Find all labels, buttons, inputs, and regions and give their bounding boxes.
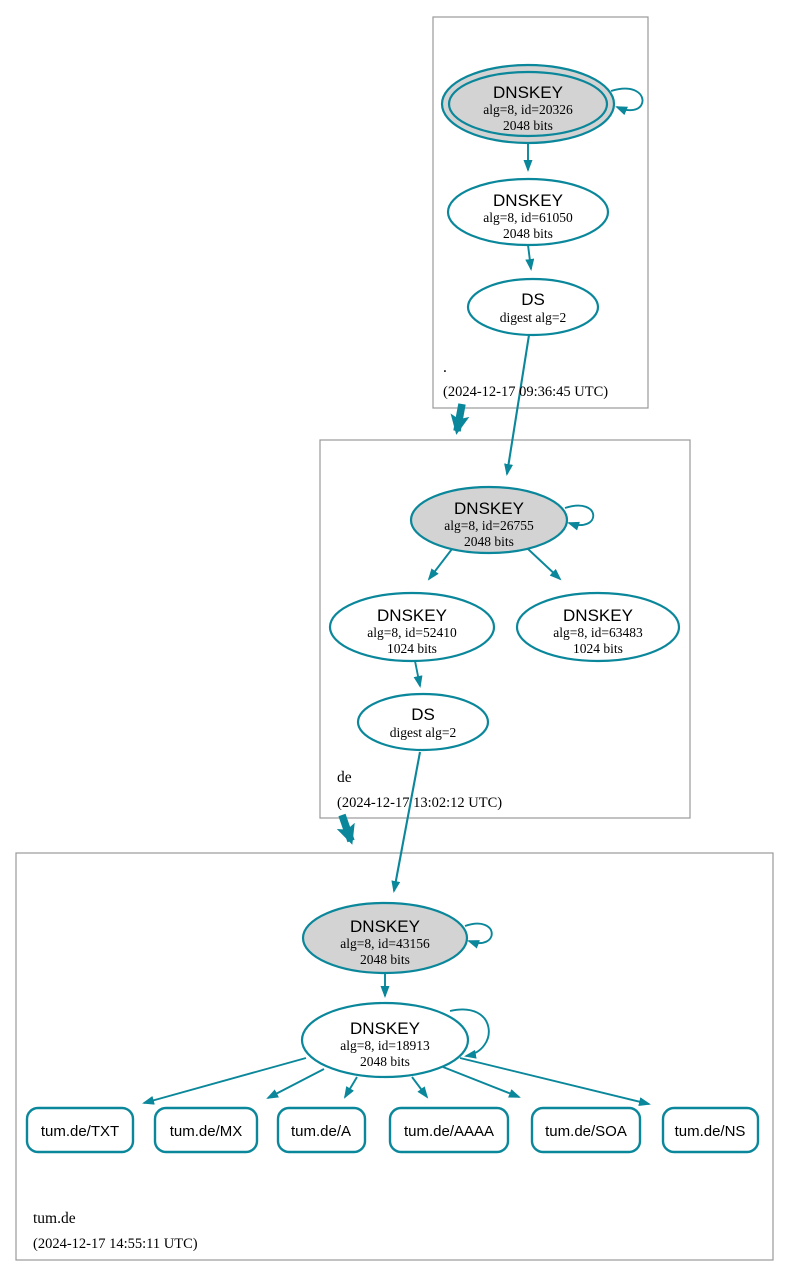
node-detail: 1024 bits: [387, 641, 437, 656]
node-dnskey-63483[interactable]: DNSKEY alg=8, id=63483 1024 bits: [515, 591, 681, 663]
rrset-label: tum.de/MX: [170, 1123, 243, 1140]
node-dnskey-52410[interactable]: DNSKEY alg=8, id=52410 1024 bits: [328, 591, 496, 663]
self-sign-loop-dnskey-20326: [610, 87, 644, 116]
zone-box-tum-de: [15, 852, 774, 1261]
node-dnskey-61050[interactable]: DNSKEY alg=8, id=61050 2048 bits: [446, 177, 610, 247]
node-detail: digest alg=2: [500, 310, 566, 325]
zone-timestamp: (2024-12-17 14:55:11 UTC): [33, 1236, 198, 1252]
node-detail: 2048 bits: [503, 118, 553, 133]
zone-box-root: [432, 16, 649, 409]
edge-dnskey-61050-to-ds: [525, 244, 535, 271]
node-title: DNSKEY: [493, 83, 563, 102]
node-detail: alg=8, id=52410: [367, 625, 457, 640]
node-detail: alg=8, id=26755: [444, 518, 534, 533]
node-title: DNSKEY: [377, 606, 447, 625]
edge-dnskey-18913-to-a: [343, 1076, 358, 1099]
edge-ds-root-to-dnskey-26755: [504, 334, 531, 476]
edge-dnskey-18913-to-mx: [266, 1068, 325, 1099]
rrset-tum-de-a[interactable]: tum.de/A: [276, 1106, 367, 1154]
node-title: DNSKEY: [563, 606, 633, 625]
node-dnskey-18913[interactable]: DNSKEY alg=8, id=18913 2048 bits: [300, 1001, 470, 1079]
edge-dnskey-18913-to-soa: [442, 1066, 521, 1098]
zone-name: .: [443, 359, 447, 376]
node-title: DS: [521, 290, 545, 309]
edge-dnskey-18913-to-txt: [142, 1057, 307, 1105]
node-detail: alg=8, id=18913: [340, 1038, 430, 1053]
zone-name: tum.de: [33, 1210, 76, 1227]
node-detail: 2048 bits: [360, 952, 410, 967]
node-detail: alg=8, id=43156: [340, 936, 430, 951]
rrset-label: tum.de/NS: [675, 1123, 746, 1140]
edge-ds-de-to-dnskey-43156: [391, 751, 422, 893]
node-title: DNSKEY: [350, 1019, 420, 1038]
edge-dnskey-26755-to-52410: [427, 548, 453, 581]
node-title: DNSKEY: [350, 917, 420, 936]
node-detail: 2048 bits: [360, 1054, 410, 1069]
self-sign-loop-dnskey-26755: [564, 504, 595, 531]
rrset-label: tum.de/AAAA: [404, 1123, 494, 1140]
node-detail: digest alg=2: [390, 725, 456, 740]
edge-dnskey-26755-to-63483: [527, 548, 562, 581]
rrset-tum-de-mx[interactable]: tum.de/MX: [153, 1106, 259, 1154]
rrset-label: tum.de/A: [291, 1123, 351, 1140]
rrset-tum-de-soa[interactable]: tum.de/SOA: [530, 1106, 642, 1154]
node-detail: 2048 bits: [503, 226, 553, 241]
node-dnskey-26755[interactable]: DNSKEY alg=8, id=26755 2048 bits: [409, 485, 569, 555]
node-detail: alg=8, id=20326: [483, 102, 573, 117]
rrset-tum-de-txt[interactable]: tum.de/TXT: [25, 1106, 135, 1154]
self-sign-loop-dnskey-43156: [464, 922, 493, 949]
zone-timestamp: (2024-12-17 09:36:45 UTC): [443, 384, 608, 400]
node-title: DS: [411, 705, 435, 724]
node-title: DNSKEY: [493, 191, 563, 210]
node-dnskey-20326[interactable]: DNSKEY alg=8, id=20326 2048 bits: [440, 63, 616, 145]
edge-dnskey-52410-to-ds: [413, 660, 423, 688]
rrset-label: tum.de/SOA: [545, 1123, 627, 1140]
node-ds-root[interactable]: DS digest alg=2: [466, 277, 600, 337]
node-detail: 1024 bits: [573, 641, 623, 656]
node-detail: 2048 bits: [464, 534, 514, 549]
rrset-label: tum.de/TXT: [41, 1123, 119, 1140]
delegation-arrow-root-to-de: [450, 403, 470, 435]
zone-box-de: [319, 439, 691, 819]
edge-dnskey-18913-to-ns: [459, 1057, 651, 1107]
node-detail: alg=8, id=61050: [483, 210, 573, 225]
node-detail: alg=8, id=63483: [553, 625, 643, 640]
self-sign-loop-dnskey-18913: [449, 1008, 490, 1059]
edge-dnskey-18913-to-aaaa: [411, 1076, 429, 1099]
node-dnskey-43156[interactable]: DNSKEY alg=8, id=43156 2048 bits: [301, 901, 469, 975]
zone-timestamp: (2024-12-17 13:02:12 UTC): [337, 795, 502, 811]
rrset-tum-de-ns[interactable]: tum.de/NS: [661, 1106, 760, 1154]
rrset-tum-de-aaaa[interactable]: tum.de/AAAA: [388, 1106, 510, 1154]
zone-name: de: [337, 769, 352, 786]
delegation-arrow-de-to-tum-de: [336, 813, 355, 845]
node-ds-de[interactable]: DS digest alg=2: [356, 692, 490, 752]
node-title: DNSKEY: [454, 499, 524, 518]
